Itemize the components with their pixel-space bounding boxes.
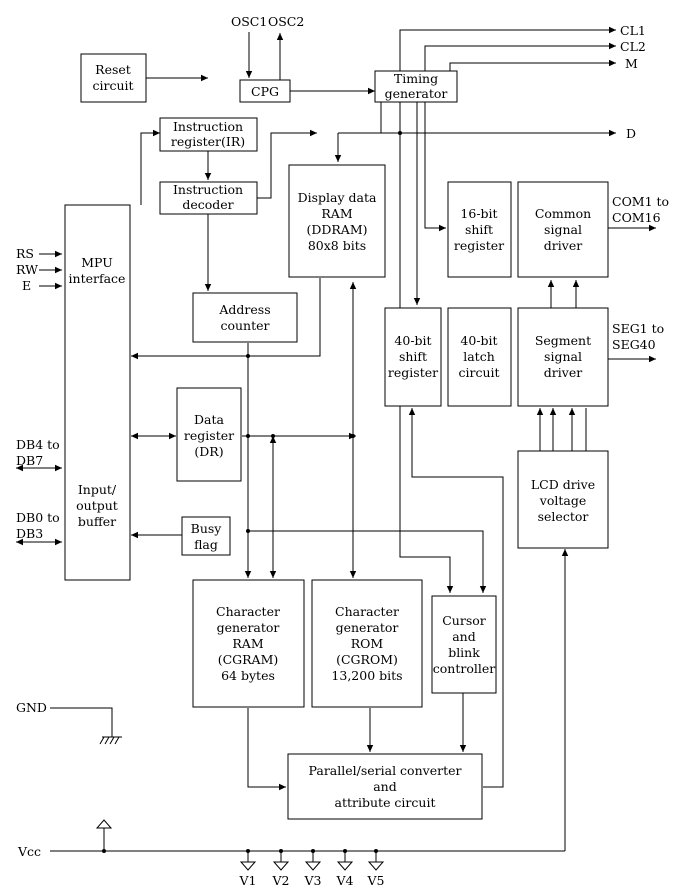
functional-blocks [64, 53, 609, 820]
pin-cl1: CL1 [620, 23, 646, 38]
data-register-box [176, 387, 242, 482]
lcd-drive-voltage-selector-box [517, 450, 609, 549]
cgrom-box [311, 579, 423, 708]
latch-circuit-40bit-box [447, 307, 512, 407]
segment-signal-driver-box [517, 307, 609, 407]
common-signal-driver-box [517, 181, 609, 278]
mpu-interface-box [64, 204, 131, 581]
parallel-serial-converter-box [287, 753, 483, 820]
pin-v1: V1 [239, 873, 257, 888]
reset-circuit-box [80, 53, 147, 103]
address-counter-box [192, 292, 298, 343]
pin-m: M [625, 56, 638, 71]
signal-wires [16, 26, 656, 871]
pin-osc2: OSC2 [268, 14, 304, 29]
pin-v5: V5 [367, 873, 385, 888]
pin-rw: RW [16, 262, 38, 277]
busy-flag-box [181, 516, 231, 556]
pin-v3: V3 [304, 873, 322, 888]
pin-rs: RS [16, 246, 34, 261]
pin-gnd: GND [16, 700, 47, 715]
pin-e: E [22, 278, 31, 293]
shift-register-16bit-box [447, 181, 512, 278]
instruction-decoder-box [159, 181, 258, 215]
cpg-box [239, 79, 291, 103]
pin-v4: V4 [336, 873, 354, 888]
ddram-box [288, 164, 386, 278]
cgram-box [192, 579, 305, 708]
pin-osc1: OSC1 [231, 14, 267, 29]
cursor-blink-controller-box [431, 595, 497, 694]
shift-register-40bit-box [384, 307, 442, 407]
timing-generator-box [374, 70, 458, 103]
pin-v2: V2 [272, 873, 290, 888]
pin-vcc: Vcc [17, 844, 41, 859]
pin-cl2: CL2 [620, 39, 646, 54]
pin-d: D [626, 126, 636, 141]
cpg-label: CPG [251, 84, 279, 99]
instruction-register-box [159, 117, 258, 152]
